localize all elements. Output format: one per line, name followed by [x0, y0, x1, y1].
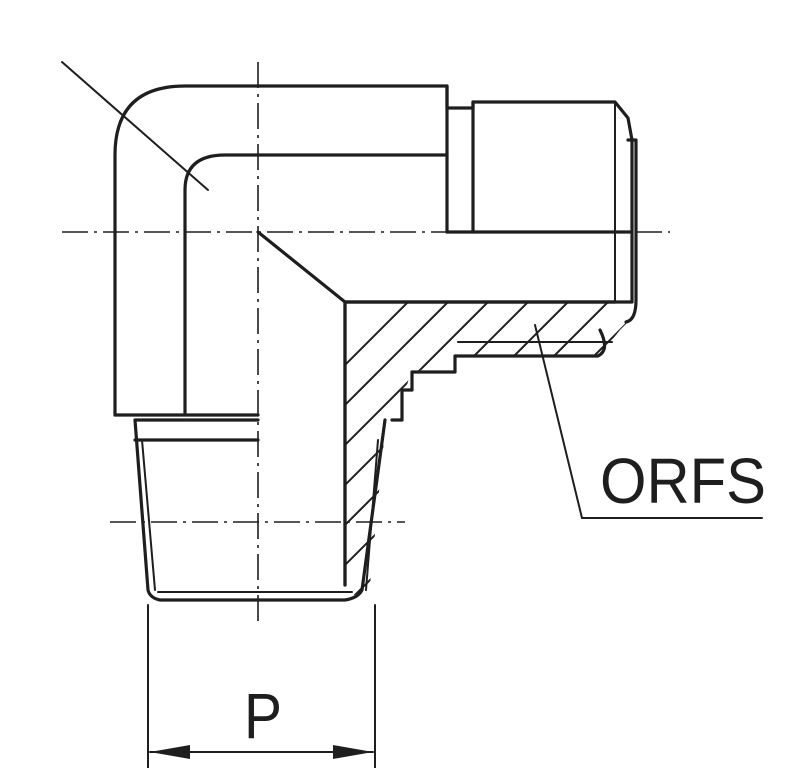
thread-right-inner: [365, 439, 379, 591]
elbow-body-outline: [113, 84, 634, 587]
thread-left-inner: [141, 439, 156, 591]
bottom-port-outline: [113, 413, 387, 602]
section-boundary: [343, 300, 617, 587]
orfs-label: ORFS: [600, 445, 766, 517]
body-step-profile: [390, 328, 607, 422]
bore-inner-outline: [183, 153, 449, 417]
leader-line-top: [61, 61, 209, 191]
dimension-p-label: P: [244, 680, 282, 752]
orfs-leader-line: [534, 324, 763, 519]
dimension-arrow-right: [333, 745, 373, 759]
section-hatching: [345, 302, 632, 595]
bore-chamfer-line: [256, 230, 347, 304]
dimension-arrow-left: [150, 745, 190, 759]
